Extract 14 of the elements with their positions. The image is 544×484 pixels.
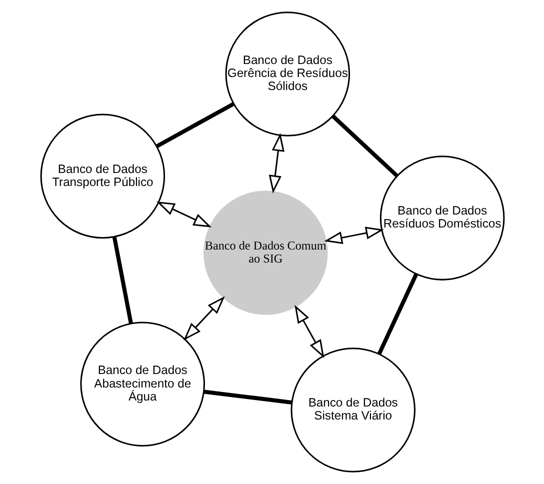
arrow [156,201,212,228]
connector [155,102,234,148]
arrow [182,296,224,340]
connector [376,273,418,355]
arrow [294,304,324,358]
connector [112,236,132,324]
node-circle: Banco de Dados Transporte Público [40,114,165,239]
arrow [268,133,284,194]
node-circle: Banco de Dados Resíduos Domésticos [379,156,504,280]
node-circle: Banco de Dados Sistema Viário [290,348,415,472]
connector [330,114,398,178]
node-circle: Banco de Dados Gerência de Resíduos Sólidos [224,12,350,136]
arrow [324,226,384,244]
connector [203,390,292,404]
